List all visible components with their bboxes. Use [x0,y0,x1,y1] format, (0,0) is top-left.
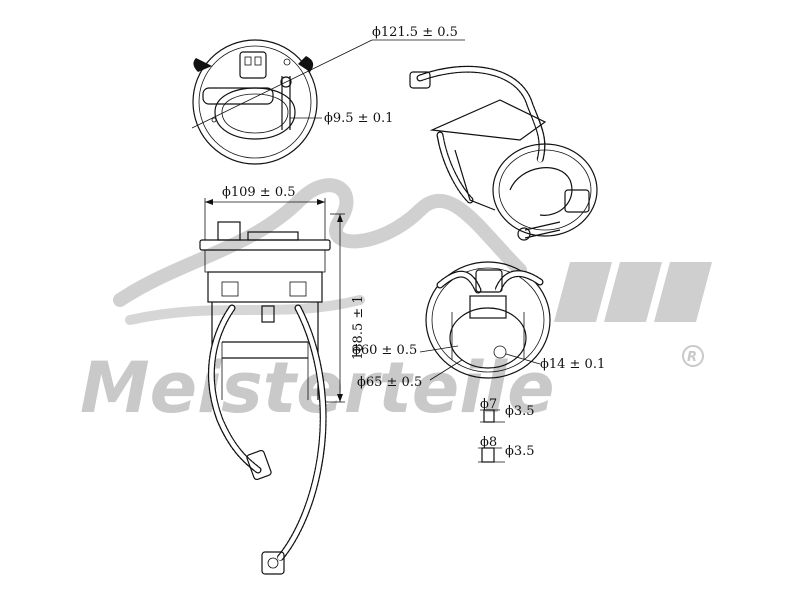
top-view-connector [239,51,267,79]
top-view-flange-inner [198,45,312,159]
iso-frame [429,99,547,141]
side-view-plug-right [261,551,285,575]
fitting-b [478,447,505,463]
dim-outer-diameter: ϕ65 ± 0.5 [357,375,422,390]
fitting-a [480,409,505,423]
watermark-bars [554,262,712,322]
top-view-flange [192,39,318,165]
dim-flange-diameter: ϕ121.5 ± 0.5 [372,25,458,40]
top-view-tab-right [298,56,314,72]
top-view-bracket [202,87,274,105]
watermark-registered-circle [682,345,704,367]
dim-fitting-a-bottom: ϕ3.5 [505,404,535,419]
side-view [199,198,345,575]
dim-fitting-a-top: ϕ7 [480,397,497,412]
bottom-view-outer [425,261,551,379]
bottom-view-inner [449,307,527,369]
isometric-view [409,65,598,241]
top-view-ring [214,87,296,140]
dim-inner-diameter: ϕ60 ± 0.5 [352,343,417,358]
dim-height: 188.5 ± 1 [351,295,366,360]
bottom-view [419,261,551,381]
watermark: Meisterteile R [80,178,712,429]
watermark-registered: R [687,350,697,365]
dim-port-diameter: ϕ14 ± 0.1 [540,357,605,372]
iso-connector [564,189,590,213]
dim-body-width: ϕ109 ± 0.5 [222,185,296,200]
top-view-tab-left [193,58,212,72]
iso-flange [492,143,598,237]
watermark-swoosh-2 [125,295,365,325]
top-view [191,39,465,165]
dim-fitting-b-bottom: ϕ3.5 [505,444,535,459]
top-view-outlet-pipe [281,76,291,130]
bottom-view-connector [475,269,503,293]
iso-outlet [524,221,561,239]
side-view-body [207,271,323,303]
side-view-plug-left [246,449,272,481]
iso-wire-plug [409,71,431,89]
dim-outlet-diameter: ϕ9.5 ± 0.1 [324,111,393,126]
top-view-hole [283,58,291,66]
iso-wire [416,65,546,164]
dim-fitting-b-top: ϕ8 [480,435,497,450]
